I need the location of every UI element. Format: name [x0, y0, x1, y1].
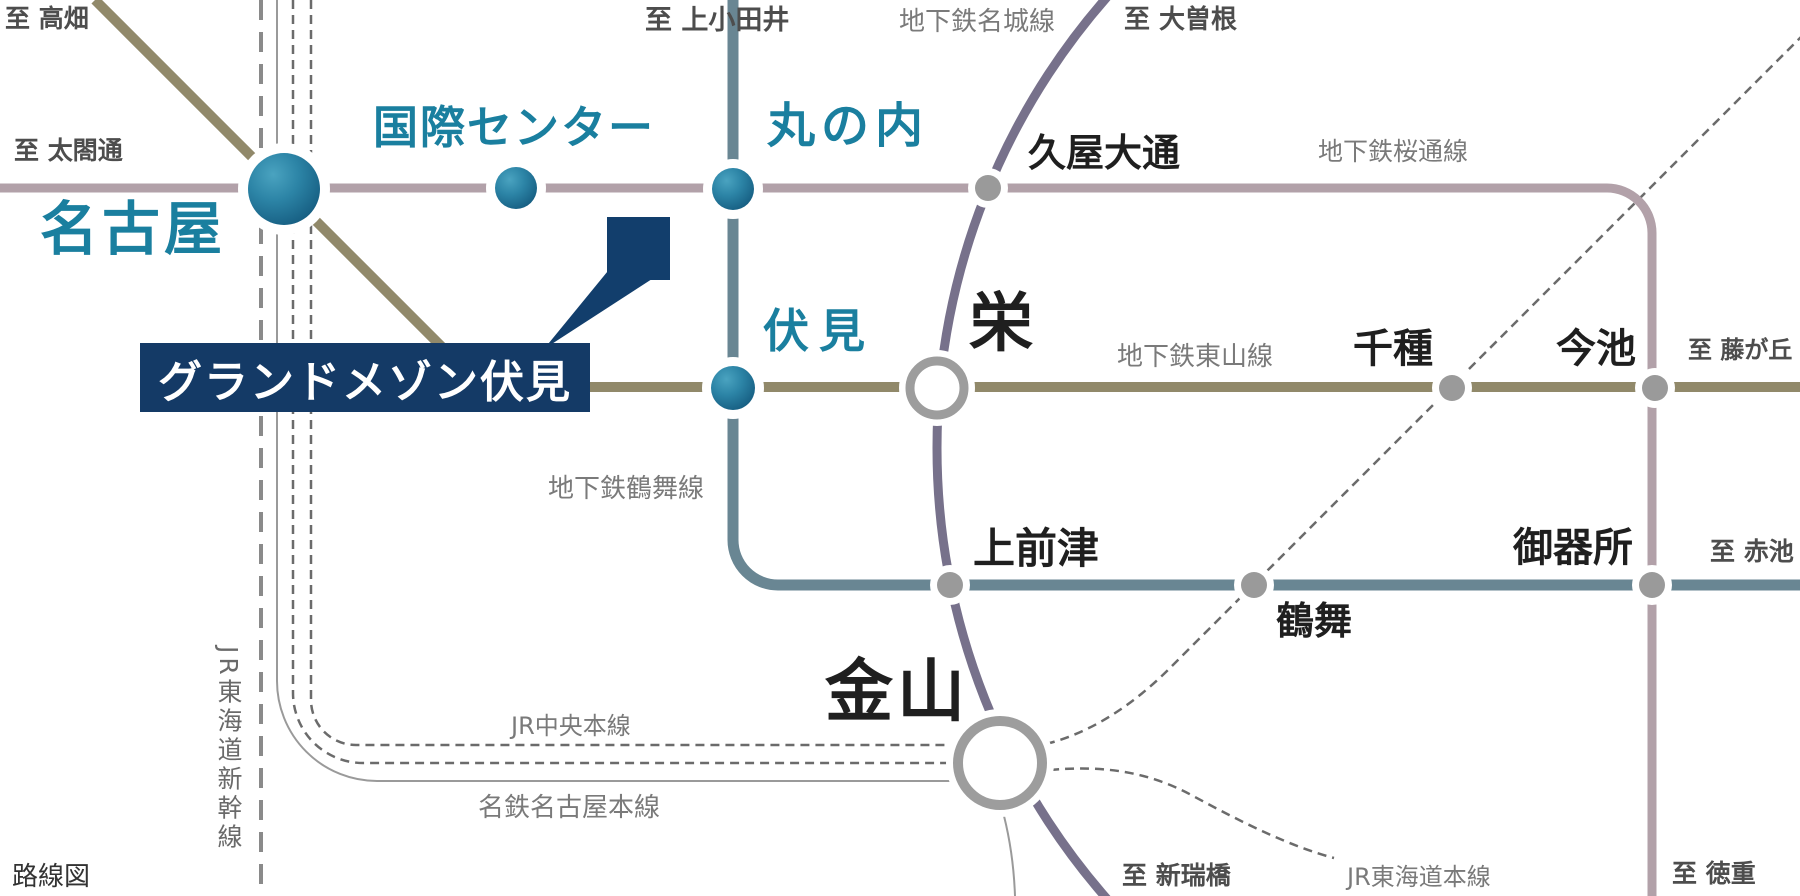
station-label-chikusa: 千種 — [1353, 325, 1433, 372]
meitetsu-line — [276, 0, 950, 782]
line-label-meijo: 地下鉄名城線 — [899, 7, 1056, 37]
sakuradori-line — [0, 183, 1657, 896]
station-label-kamimaezu: 上前津 — [973, 524, 1100, 573]
station-label-gokiso: 御器所 — [1513, 524, 1633, 571]
line-label-sakuradori: 地下鉄桜通線 — [1318, 137, 1469, 166]
terminus-label-akaike: 至 赤池 — [1710, 537, 1794, 566]
station-label-tsurumai: 鶴舞 — [1276, 598, 1353, 643]
meijo-line — [932, 0, 1111, 896]
tsurumai-station-dot — [1241, 572, 1267, 598]
jr-tokaido-line-southeast — [1049, 767, 1335, 860]
station-label-marunouchi: 丸の内 — [767, 98, 930, 154]
meitetsu-line-south — [1003, 815, 1016, 896]
station-label-nagoya: 名古屋 — [40, 195, 227, 263]
kanayama-station-ring — [953, 716, 1047, 810]
station-label-fushimi: 伏見 — [763, 304, 875, 358]
property-callout-tail — [544, 266, 652, 349]
nagoya-station-dot — [248, 153, 320, 225]
chikusa-station-dot — [1439, 375, 1465, 401]
terminus-label-tokushige: 至 徳重 — [1672, 859, 1756, 888]
line-label-higashiyama: 地下鉄東山線 — [1117, 342, 1274, 372]
line-label-jr-chuo: JR中央本線 — [511, 712, 631, 740]
line-label-tsurumai: 地下鉄鶴舞線 — [548, 474, 705, 504]
kokusai-center-station-dot — [495, 167, 537, 209]
line-label-meitetsu: 名鉄名古屋本線 — [478, 793, 661, 823]
station-label-imaike: 今池 — [1556, 325, 1636, 372]
marunouchi-station-dot — [712, 168, 754, 210]
line-label-jr-tokaido: JR東海道本線 — [1347, 863, 1491, 891]
terminus-label-ozone: 至 大曽根 — [1124, 5, 1238, 35]
terminus-label-kamiotai: 至 上小田井 — [645, 5, 790, 36]
map-title: 路線図 — [12, 862, 91, 892]
fushimi-station-dot — [711, 366, 755, 410]
tsurumai-line — [727, 0, 1800, 591]
property-label-box: グランドメゾン伏見 — [140, 343, 590, 412]
station-label-kokusai-center: 国際センター — [373, 101, 656, 154]
terminus-label-fujigaoka: 至 藤が丘 — [1688, 336, 1793, 364]
property-name: グランドメゾン伏見 — [158, 356, 572, 408]
station-label-kanayama: 金山 — [825, 652, 970, 732]
hisaya-odori-station-dot — [975, 175, 1001, 201]
terminus-label-aratamabashi: 至 新瑞橋 — [1122, 861, 1231, 890]
gokiso-station-dot — [1639, 572, 1665, 598]
terminus-label-takabata: 至 高畑 — [5, 4, 89, 33]
sakae-station-ring — [905, 356, 969, 420]
jr-chuo-line-west-b — [309, 0, 952, 747]
station-label-hisaya-odori: 久屋大通 — [1028, 130, 1181, 175]
jr-chuo-line-northeast — [1045, 36, 1800, 746]
kamimaezu-station-dot — [937, 572, 963, 598]
imaike-station-dot — [1642, 375, 1668, 401]
station-label-sakae: 栄 — [969, 286, 1033, 361]
terminus-label-taikodori: 至 太閤通 — [14, 136, 123, 165]
property-marker-square — [607, 217, 670, 280]
line-label-jr-shinkansen: JR東海道新幹線 — [214, 646, 243, 853]
